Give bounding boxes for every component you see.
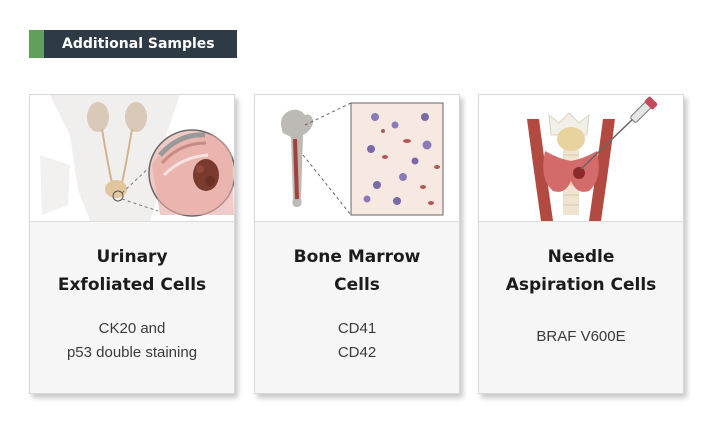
thyroid-needle-aspiration-illustration [479,95,683,222]
sample-card-urinary: Urinary Exfoliated Cells CK20 and p53 do… [29,94,235,394]
sample-card-bone-marrow: Bone Marrow Cells CD41 CD42 [254,94,460,394]
header-accent [29,30,44,58]
card-markers: BRAF V600E [536,328,626,345]
section-title: Additional Samples [44,30,237,58]
card-title: Urinary Exfoliated Cells [57,247,207,295]
card-markers: CK20 and p53 double staining [66,320,198,361]
card-markers: CD41 CD42 [337,320,377,361]
card-title: Bone Marrow Cells [293,247,421,295]
bone-marrow-illustration [255,95,459,222]
section-header: Additional Samples [29,30,237,58]
urinary-tract-illustration [30,95,234,222]
sample-card-needle-aspiration: Needle Aspiration Cells BRAF V600E [478,94,684,394]
card-title: Needle Aspiration Cells [505,247,657,295]
